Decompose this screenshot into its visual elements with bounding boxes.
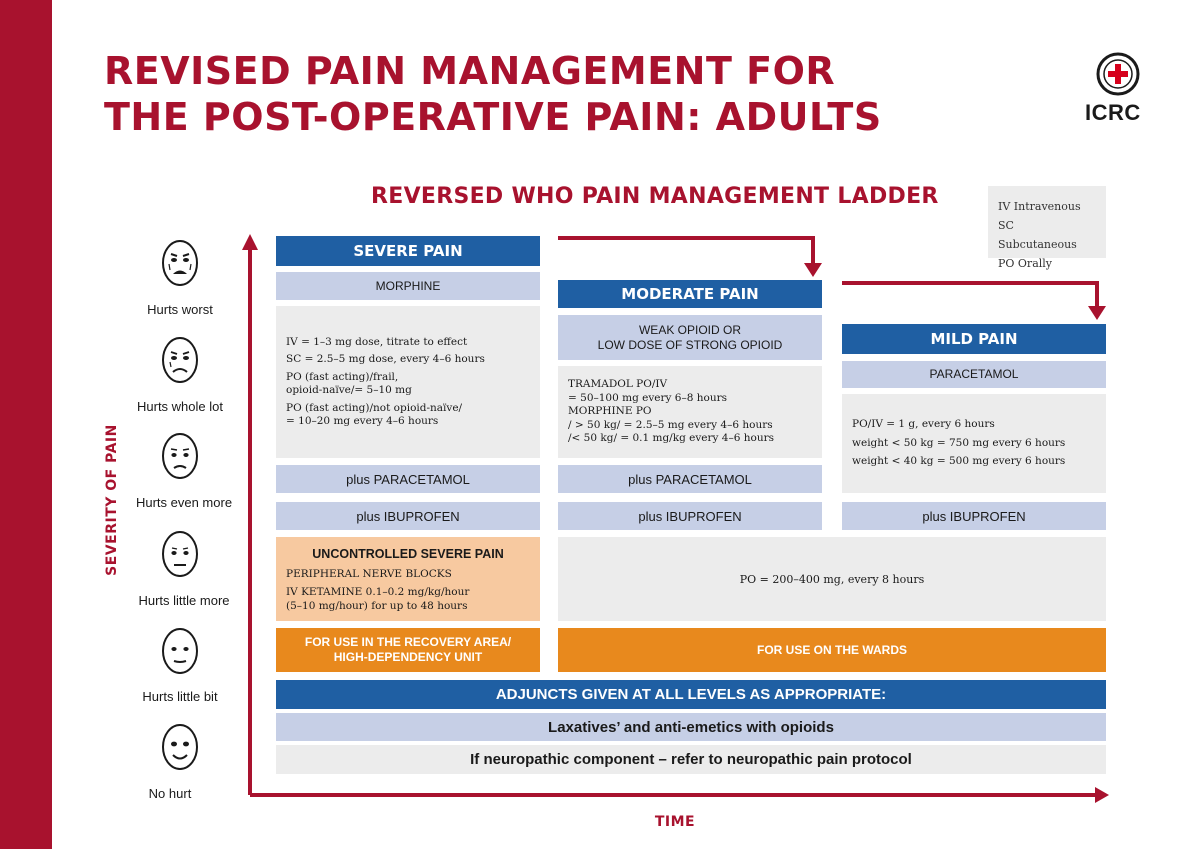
moderate-dose-box: TRAMADOL PO/IV = 50–100 mg every 6–8 hou…	[558, 366, 822, 458]
severe-drug-morphine: MORPHINE	[276, 272, 540, 300]
moderate-plus-ibuprofen: plus IBUPROFEN	[558, 502, 822, 530]
page-title-line1: REVISED PAIN MANAGEMENT FOR	[104, 49, 836, 93]
face-hurts-worst-icon	[162, 240, 198, 286]
face-hurts-little-bit-icon	[162, 628, 198, 674]
time-axis-label: TIME	[654, 814, 696, 830]
face-label: Hurts little more	[138, 593, 230, 608]
uncontrolled-line: (5–10 mg/hour) for up to 48 hours	[286, 600, 468, 612]
severe-plus-ibuprofen: plus IBUPROFEN	[276, 502, 540, 530]
face-label: No hurt	[148, 786, 192, 801]
icrc-logo-text: ICRC	[1085, 100, 1141, 125]
face-label: Hurts little bit	[142, 689, 218, 704]
mild-drug-paracetamol: PARACETAMOL	[842, 361, 1106, 388]
uncontrolled-line: PERIPHERAL NERVE BLOCKS	[286, 568, 452, 580]
step-arrow-moderate-to-mild	[842, 281, 1099, 308]
dose-line: = 10–20 mg every 4–6 hours	[286, 415, 439, 427]
uncontrolled-severe-pain-box: UNCONTROLLED SEVERE PAIN PERIPHERAL NERV…	[276, 537, 540, 621]
recovery-area-bar: FOR USE IN THE RECOVERY AREA/ HIGH-DEPEN…	[276, 628, 540, 672]
dose-line: weight < 40 kg = 500 mg every 6 hours	[852, 455, 1066, 468]
moderate-drug-line: WEAK OPIOID OR	[638, 322, 741, 337]
severe-dose-box: IV = 1–3 mg dose, titrate to effect SC =…	[276, 306, 540, 458]
uncontrolled-title: UNCONTROLLED SEVERE PAIN	[312, 547, 504, 561]
mild-plus-ibuprofen: plus IBUPROFEN	[842, 502, 1106, 530]
face-no-hurt-icon	[162, 724, 198, 770]
face-label: Hurts even more	[135, 495, 233, 510]
face-hurts-whole-lot-icon	[162, 337, 198, 383]
adjuncts-header: ADJUNCTS GIVEN AT ALL LEVELS AS APPROPRI…	[276, 680, 1106, 709]
severe-pain-header: SEVERE PAIN	[276, 236, 540, 266]
adjuncts-neuropathic-row: If neuropathic component – refer to neur…	[276, 745, 1106, 774]
face-label: Hurts whole lot	[137, 399, 223, 414]
dose-line: / > 50 kg/ = 2.5–5 mg every 4–6 hours	[568, 418, 773, 431]
face-label: Hurts worst	[147, 302, 213, 317]
legend-item: SC Subcutaneous	[998, 219, 1077, 251]
moderate-plus-paracetamol: plus PARACETAMOL	[558, 465, 822, 493]
step-arrowhead-icon	[1088, 306, 1106, 320]
recovery-line: HIGH-DEPENDENCY UNIT	[333, 650, 483, 664]
ibuprofen-dose-box: PO = 200–400 mg, every 8 hours	[558, 537, 1106, 621]
legend-item: PO Orally	[998, 257, 1053, 270]
dose-line: = 50–100 mg every 6–8 hours	[568, 391, 727, 404]
dose-line: PO (fast acting)/frail,	[286, 370, 399, 383]
moderate-drug-weak-opioid: WEAK OPIOID OR LOW DOSE OF STRONG OPIOID	[558, 315, 822, 360]
page-title-line2: THE POST-OPERATIVE PAIN: ADULTS	[104, 95, 882, 139]
wards-bar: FOR USE ON THE WARDS	[558, 628, 1106, 672]
recovery-line: FOR USE IN THE RECOVERY AREA/	[304, 635, 512, 649]
moderate-pain-header: MODERATE PAIN	[558, 280, 822, 308]
dose-line: MORPHINE PO	[568, 405, 652, 418]
abbreviation-legend: IV Intravenous SC Subcutaneous PO Orally	[988, 186, 1106, 270]
icrc-emblem-icon	[1096, 52, 1140, 96]
brand-sidebar	[0, 0, 52, 849]
moderate-drug-line: LOW DOSE OF STRONG OPIOID	[597, 337, 783, 352]
adjuncts-laxatives-row: Laxatives’ and anti-emetics with opioids	[276, 713, 1106, 741]
dose-line: SC = 2.5–5 mg dose, every 4–6 hours	[286, 353, 485, 365]
severe-plus-paracetamol: plus PARACETAMOL	[276, 465, 540, 493]
dose-line: IV = 1–3 mg dose, titrate to effect	[286, 335, 468, 348]
dose-line: weight < 50 kg = 750 mg every 6 hours	[852, 436, 1066, 449]
face-hurts-even-more-icon	[162, 433, 198, 479]
face-hurts-little-more-icon	[162, 531, 198, 577]
mild-pain-header: MILD PAIN	[842, 324, 1106, 354]
ladder-title: REVERSED WHO PAIN MANAGEMENT LADDER	[371, 184, 939, 209]
legend-item: IV Intravenous	[998, 200, 1081, 213]
uncontrolled-line: IV KETAMINE 0.1–0.2 mg/kg/hour	[286, 586, 470, 598]
dose-line: /< 50 kg/ = 0.1 mg/kg every 4–6 hours	[568, 432, 774, 445]
y-axis-arrowhead-icon	[242, 234, 258, 250]
x-axis-arrowhead-icon	[1095, 787, 1109, 803]
mild-dose-box: PO/IV = 1 g, every 6 hours weight < 50 k…	[842, 394, 1106, 493]
step-arrowhead-icon	[804, 263, 822, 277]
step-arrow-severe-to-moderate	[558, 236, 815, 265]
dose-line: PO (fast acting)/not opioid-naïve/	[286, 401, 463, 414]
page-title: REVISED PAIN MANAGEMENT FOR THE POST-OPE…	[104, 48, 904, 140]
dose-line: PO/IV = 1 g, every 6 hours	[852, 418, 995, 431]
dose-line: TRAMADOL PO/IV	[568, 378, 668, 391]
dose-line: opioid-naïve/= 5–10 mg	[286, 384, 412, 396]
